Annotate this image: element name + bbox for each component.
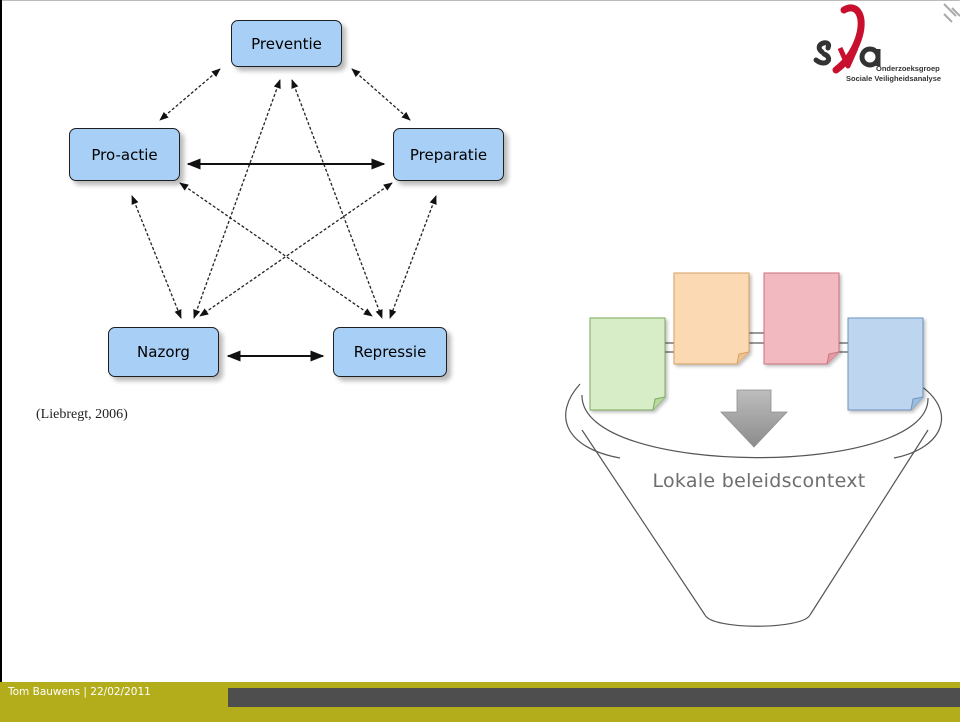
slide-left-border — [0, 0, 2, 682]
document-red-icon — [763, 272, 840, 365]
slide-top-border — [0, 0, 960, 1]
document-green-icon — [589, 317, 666, 411]
logo-text-line2: Sociale Veiligheidsanalyse — [846, 74, 942, 83]
node-preventie: Preventie — [231, 20, 342, 67]
edge-preparatie-repressie — [389, 195, 437, 319]
sva-logo-mark — [813, 3, 960, 74]
node-pro-actie: Pro-actie — [69, 128, 180, 181]
logo-text-line1: Onderzoeksgroep — [876, 64, 940, 73]
footer-dark-bar — [228, 688, 960, 707]
citation: (Liebregt, 2006) — [36, 407, 128, 422]
sva-logo — [806, 0, 960, 92]
node-preparatie: Preparatie — [393, 128, 504, 181]
edge-preventie-proactie — [159, 68, 221, 121]
edge-proactie-nazorg — [131, 195, 182, 319]
funnel-icon — [565, 383, 943, 627]
node-nazorg: Nazorg — [108, 327, 219, 377]
funnel-label: Lokale beleidscontext — [652, 470, 866, 492]
edge-preventie-preparatie — [351, 68, 411, 121]
footer-author-date: Tom Bauwens | 22/02/2011 — [8, 686, 151, 698]
node-repressie: Repressie — [333, 327, 447, 377]
document-orange-icon — [673, 272, 750, 365]
document-blue-icon — [847, 317, 924, 411]
document-connectors — [665, 332, 849, 353]
down-arrow-icon — [720, 389, 788, 448]
edge-preparatie-nazorg — [199, 182, 393, 317]
